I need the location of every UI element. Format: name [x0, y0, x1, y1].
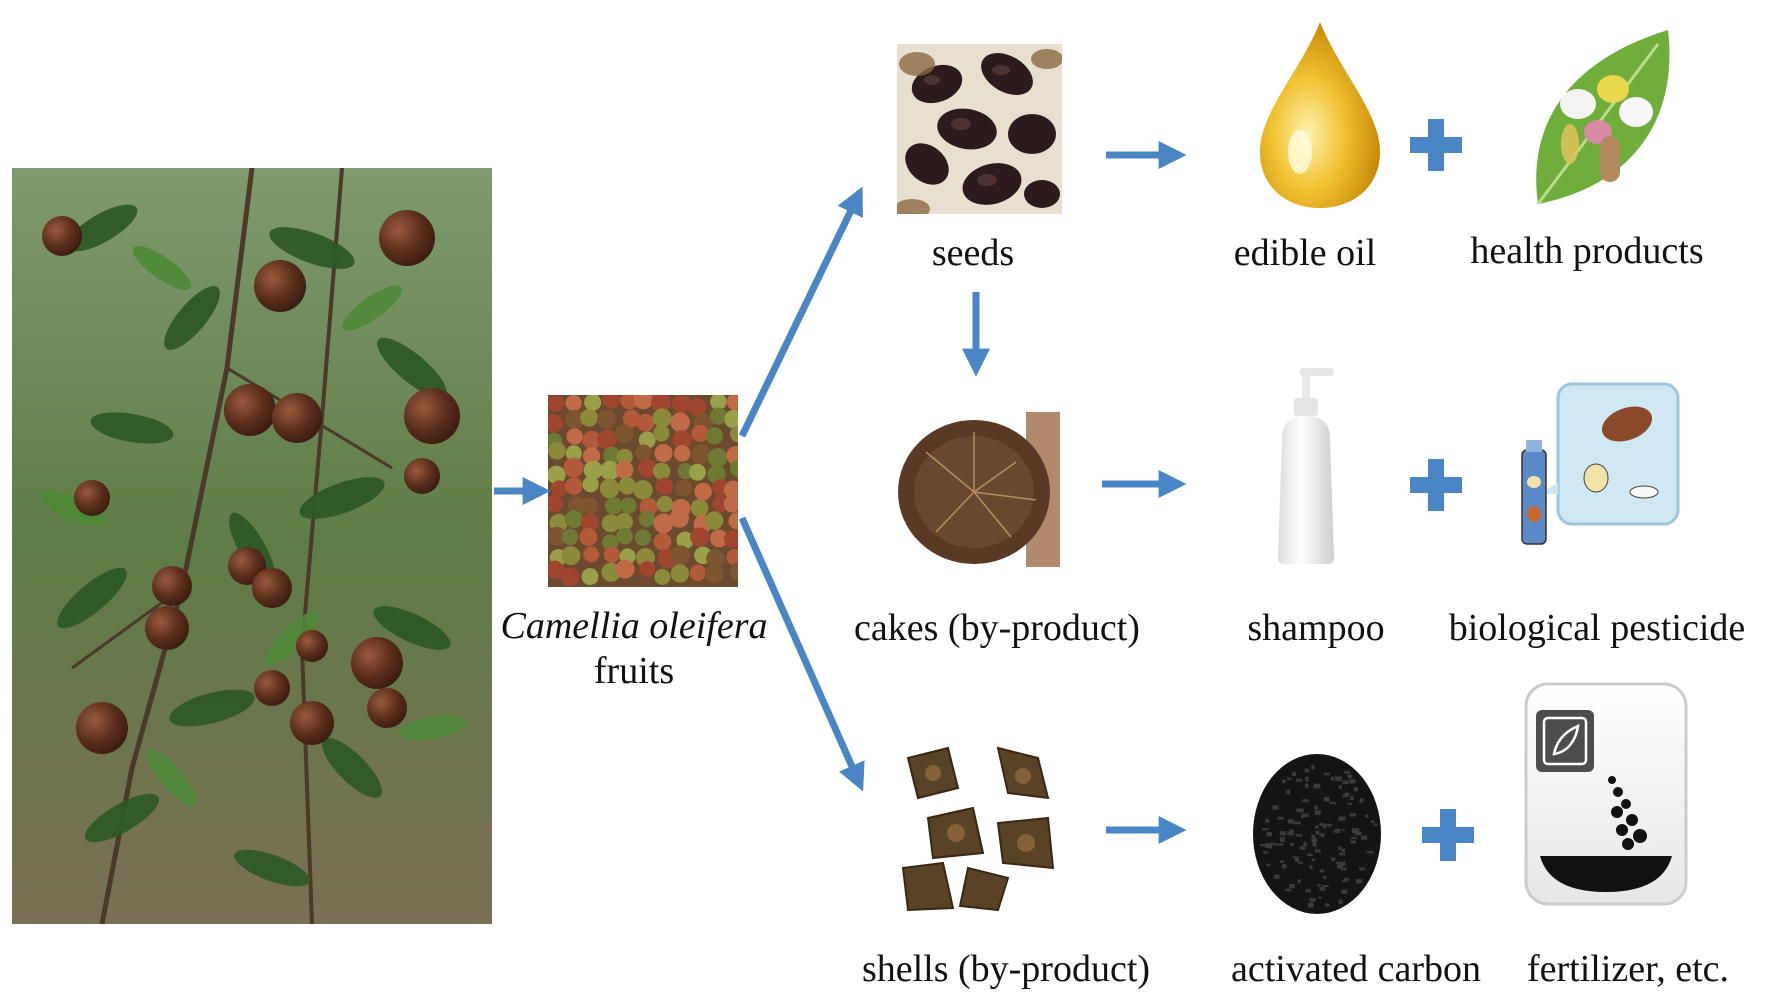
fertilizer-label: fertilizer, etc. — [1527, 950, 1729, 988]
activated-carbon-label: activated carbon — [1231, 950, 1481, 988]
plus-icon-carbon-fertilizer — [1422, 809, 1474, 861]
shells-label: shells (by-product) — [862, 950, 1150, 988]
seeds-label: seeds — [932, 234, 1014, 272]
cakes-label: cakes (by-product) — [854, 609, 1140, 647]
arrow-fruits-to-shells — [742, 518, 858, 780]
plus-icon-shampoo-pesticide — [1410, 459, 1462, 511]
fruits-label: fruits — [594, 652, 674, 690]
edible-oil-label: edible oil — [1234, 234, 1376, 272]
health-products-label: health products — [1470, 232, 1703, 270]
plus-icon-oil-health — [1410, 119, 1462, 171]
biological-pesticide-label: biological pesticide — [1449, 609, 1746, 647]
arrow-fruits-to-seeds — [742, 198, 857, 436]
shampoo-label: shampoo — [1247, 609, 1384, 647]
fruits-species-label: Camellia oleifera — [500, 607, 767, 645]
